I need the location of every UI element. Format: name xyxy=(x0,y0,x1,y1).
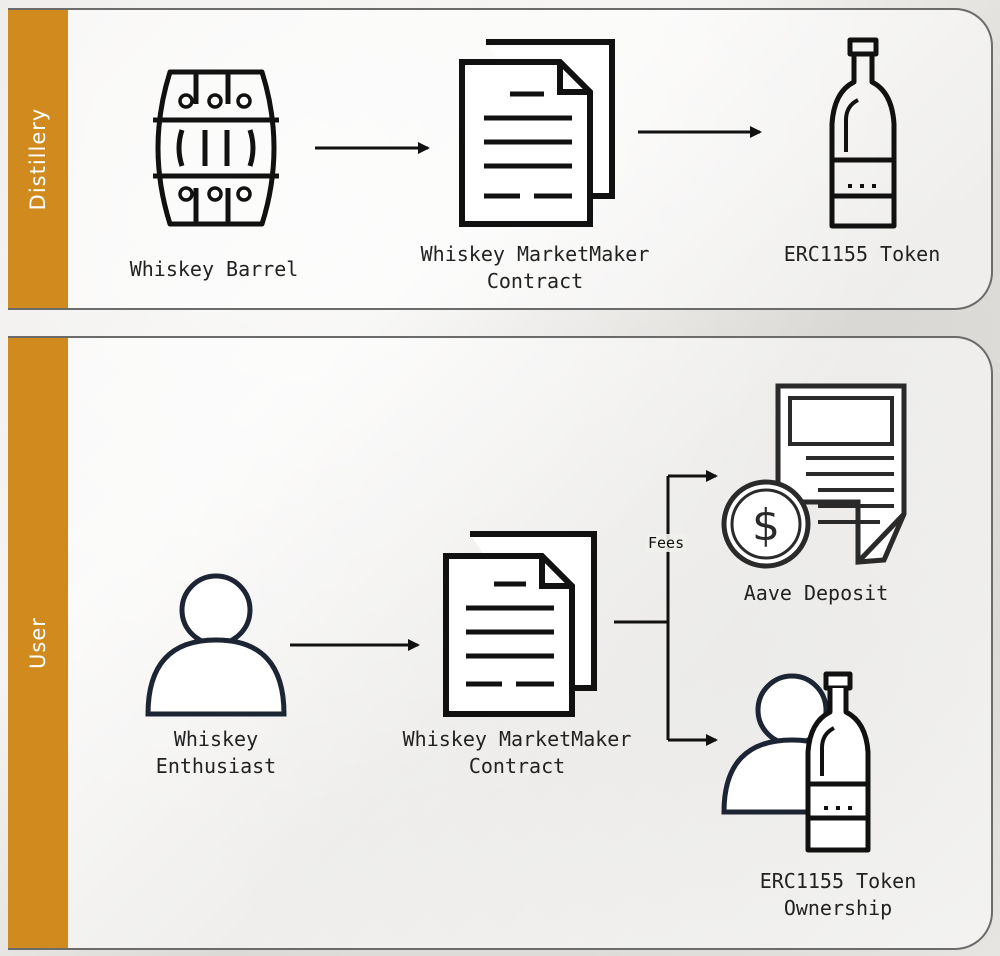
contract-top-label-line2: Contract xyxy=(486,269,584,293)
user-lane-tab: User xyxy=(8,338,68,948)
ownership-label-line1: ERC1155 Token xyxy=(759,869,917,893)
document-icon xyxy=(459,39,615,227)
person-bottle-icon xyxy=(721,671,871,853)
contract-bottom-label-line1: Whiskey MarketMaker xyxy=(402,727,632,751)
ownership-label: ERC1155 Token Ownership xyxy=(728,868,948,922)
contract-bottom-label-line2: Contract xyxy=(468,754,566,778)
contract-top-label-line1: Whiskey MarketMaker xyxy=(420,242,650,266)
barrel-label: Whiskey Barrel xyxy=(129,257,299,281)
bottle-icon xyxy=(829,37,897,229)
enthusiast-label-line2: Enthusiast xyxy=(155,754,277,778)
person-icon xyxy=(145,573,287,717)
document-icon-bottom xyxy=(443,531,597,717)
fees-label: Fees xyxy=(646,534,687,552)
contract-bottom-label: Whiskey MarketMaker Contract xyxy=(362,726,672,780)
ownership-label-line2: Ownership xyxy=(783,896,893,920)
enthusiast-label: Whiskey Enthusiast xyxy=(116,726,316,780)
enthusiast-label-line1: Whiskey xyxy=(173,727,259,751)
token-top-label: ERC1155 Token xyxy=(783,242,941,266)
branch-connector xyxy=(614,470,718,746)
contract-top-label: Whiskey MarketMaker Contract xyxy=(380,241,690,295)
barrel-icon xyxy=(153,69,279,227)
aave-label: Aave Deposit xyxy=(743,581,889,605)
dollar-document-icon: $ xyxy=(721,383,907,569)
distillery-lane-tab: Distillery xyxy=(8,10,68,308)
svg-text:$: $ xyxy=(752,500,780,551)
